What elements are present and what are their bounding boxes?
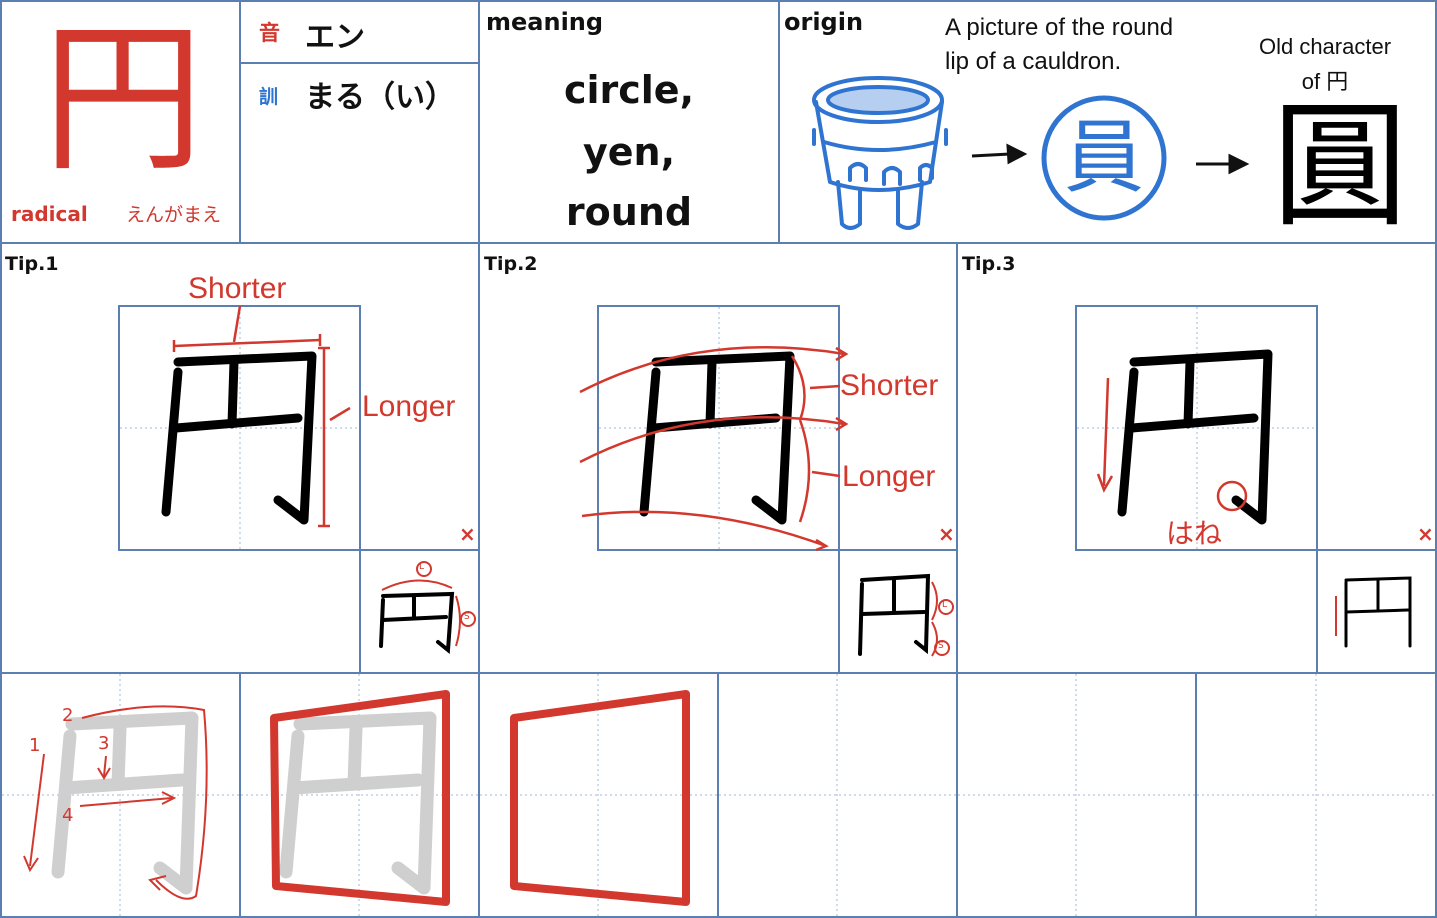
on-reading-icon: 音 <box>259 21 280 45</box>
tip2-mini-s-label: S <box>938 641 944 651</box>
tip2-close-mark[interactable]: × <box>938 522 955 546</box>
kun-reading-icon: 訓 <box>259 86 279 108</box>
tip1-longer-label: Longer <box>362 390 456 423</box>
kanji-main: 円 <box>42 6 204 194</box>
radical-label: radical <box>11 202 88 226</box>
meaning-line-2: yen, <box>582 130 676 174</box>
tip1-mini-s-label: S <box>464 612 470 622</box>
kun-reading: まる（い） <box>305 80 455 115</box>
origin-desc-line-2: lip of a cauldron. <box>945 48 1122 75</box>
cauldron-icon <box>812 76 1250 230</box>
old-character: 圓 <box>1272 88 1408 246</box>
meaning-line-1: circle, <box>563 68 695 112</box>
tip1-kanji-strokes <box>161 351 317 525</box>
stroke-number-1: 1 <box>29 735 41 756</box>
on-reading-row <box>241 2 478 64</box>
tip1-close-mark[interactable]: × <box>459 522 476 546</box>
old-char-label-2: of 円 <box>1301 69 1349 94</box>
origin-circle-icon <box>1041 95 1167 221</box>
readings-cell: 音 エン 訓 まる（い） <box>239 0 480 244</box>
origin-cell: origin A picture of the round lip of a c… <box>778 0 1437 244</box>
tip1-label: Tip.1 <box>5 253 59 275</box>
origin-desc-line-1: A picture of the round <box>945 14 1174 41</box>
tip1-mini-l-label: L <box>419 562 425 572</box>
tip2-shorter-label: Shorter <box>840 369 939 402</box>
tip3-label: Tip.3 <box>962 253 1016 275</box>
radical-name: えんがまえ <box>126 204 222 226</box>
tip3-close-mark[interactable]: × <box>1417 522 1434 546</box>
tip1-shorter-label: Shorter <box>188 272 287 305</box>
stroke-number-4: 4 <box>62 805 74 826</box>
tip3-hane-label: はね <box>1166 517 1223 550</box>
old-char-label-1: Old character <box>1258 34 1392 59</box>
tip2-mini-l-label: L <box>942 600 948 610</box>
stroke-number-2: 2 <box>62 705 74 726</box>
meaning-line-3: round <box>565 190 693 234</box>
on-reading: エン <box>305 20 365 55</box>
tip2-label: Tip.2 <box>484 253 538 275</box>
origin-inner-char: 員 <box>1064 111 1144 204</box>
stroke-number-3: 3 <box>98 733 110 754</box>
origin-heading: origin <box>784 8 864 36</box>
tip2-longer-label: Longer <box>842 460 936 493</box>
meaning-heading: meaning <box>486 8 604 36</box>
meaning-cell: meaning circle, yen, round <box>478 0 780 244</box>
kanji-cell: 円 radical えんがまえ <box>0 0 241 244</box>
